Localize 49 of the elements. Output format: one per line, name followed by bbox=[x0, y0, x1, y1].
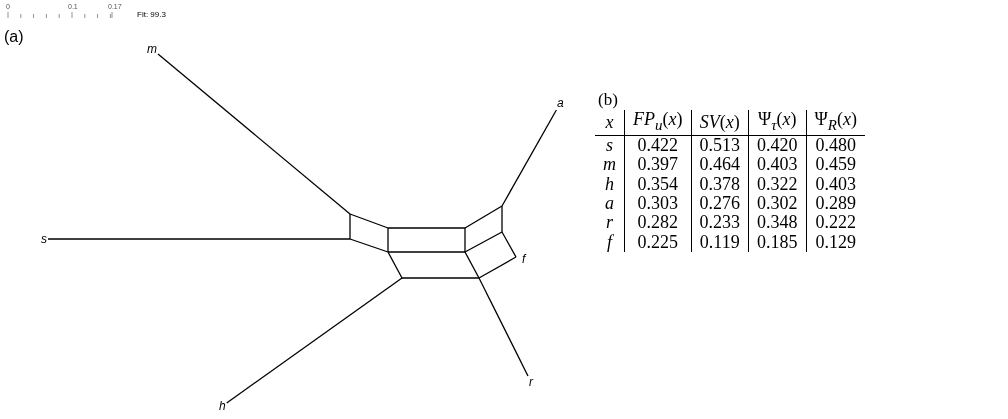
table-cell: 0.129 bbox=[806, 232, 865, 252]
table-cell: 0.233 bbox=[691, 213, 749, 233]
table-cell: 0.348 bbox=[748, 213, 806, 233]
branch-line bbox=[226, 277, 403, 404]
row-header: s bbox=[595, 135, 625, 155]
row-header: h bbox=[595, 174, 625, 194]
column-header: FP$_{u}$(x) bbox=[624, 110, 691, 136]
table-cell: 0.276 bbox=[691, 193, 749, 214]
table-cell: 0.459 bbox=[806, 155, 865, 175]
taxon-label: r bbox=[528, 375, 534, 389]
taxon-label: s bbox=[40, 232, 48, 246]
table-cell: 0.225 bbox=[624, 232, 691, 252]
taxon-label: f bbox=[521, 252, 527, 266]
table-cell: 0.480 bbox=[806, 135, 865, 155]
branch-line bbox=[478, 277, 529, 377]
table-cell: 0.403 bbox=[748, 155, 806, 175]
table-cell: 0.185 bbox=[748, 232, 806, 252]
row-header: a bbox=[595, 193, 625, 214]
branch-line bbox=[47, 238, 351, 240]
table-cell: 0.397 bbox=[624, 155, 691, 175]
table-cell: 0.303 bbox=[624, 193, 691, 214]
branch-line bbox=[501, 109, 558, 207]
taxon-label: m bbox=[146, 42, 158, 56]
row-header: f bbox=[595, 232, 625, 252]
table-cell: 0.289 bbox=[806, 193, 865, 214]
table-cell: 0.378 bbox=[691, 174, 749, 194]
column-header: Ψ$_{τ}$(x) bbox=[748, 110, 806, 136]
branch-line bbox=[157, 53, 351, 215]
taxon-label: a bbox=[556, 96, 565, 110]
table-cell: 0.403 bbox=[806, 174, 865, 194]
fit-value: Fit: 99.3 bbox=[137, 10, 166, 19]
table-cell: 0.464 bbox=[691, 155, 749, 175]
column-header: Ψ$_{R}$(x) bbox=[806, 110, 865, 136]
row-header: r bbox=[595, 213, 625, 233]
table-cell: 0.422 bbox=[624, 135, 691, 155]
table-cell: 0.302 bbox=[748, 193, 806, 214]
table-cell: 0.119 bbox=[691, 232, 749, 252]
table-cell: 0.420 bbox=[748, 135, 806, 155]
table-cell: 0.282 bbox=[624, 213, 691, 233]
table-cell: 0.513 bbox=[691, 135, 749, 155]
panel-label: (a) bbox=[4, 28, 24, 46]
row-header: m bbox=[595, 155, 625, 175]
column-header: x bbox=[595, 110, 625, 136]
table-cell: 0.222 bbox=[806, 213, 865, 233]
column-header: SV(x) bbox=[691, 110, 749, 136]
table-cell: 0.354 bbox=[624, 174, 691, 194]
taxon-label: h bbox=[218, 399, 227, 413]
table-cell: 0.322 bbox=[748, 174, 806, 194]
panel-label: (b) bbox=[598, 90, 618, 110]
